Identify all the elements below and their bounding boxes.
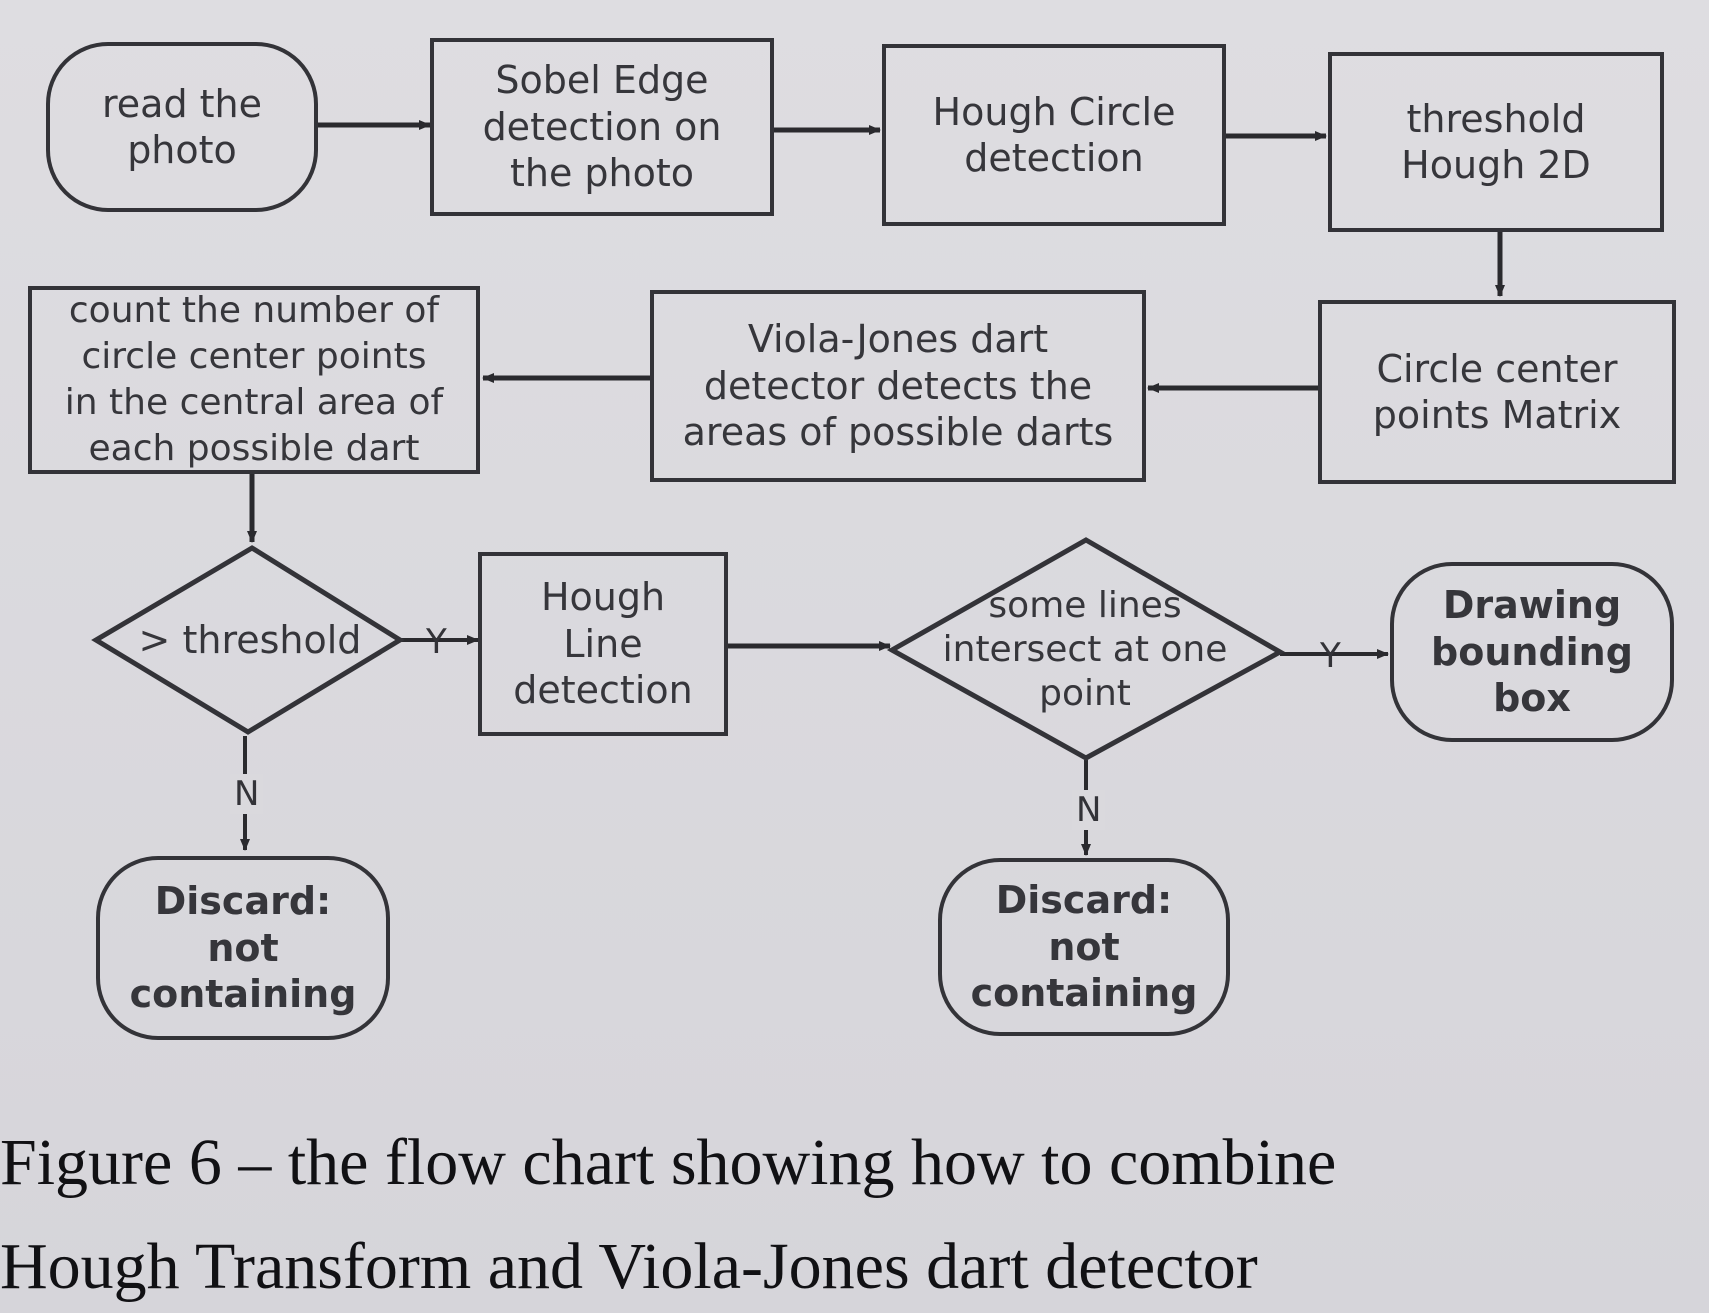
node-draw-box: Drawing bounding box: [1390, 562, 1674, 742]
figure-caption-line2: Hough Transform and Viola-Jones dart det…: [0, 1230, 1258, 1303]
decision-intersect-diamond: [886, 537, 1286, 761]
label-intersect-no: N: [1072, 790, 1106, 830]
node-discard-1: Discard: not containing: [96, 856, 390, 1040]
node-count-points: count the number of circle center points…: [28, 286, 480, 474]
node-discard-2: Discard: not containing: [938, 858, 1230, 1036]
node-hough-line: Hough Line detection: [478, 552, 728, 736]
decision-threshold-diamond: [91, 545, 405, 735]
node-hough-circle: Hough Circle detection: [882, 44, 1226, 226]
decision-intersect-label: some lines intersect at one point: [942, 585, 1228, 714]
node-read-photo: read the photo: [46, 42, 318, 212]
decision-threshold-label: > threshold: [138, 617, 362, 662]
label-intersect-yes: Y: [1320, 636, 1341, 676]
node-circle-matrix: Circle center points Matrix: [1318, 300, 1676, 484]
label-threshold-yes: Y: [426, 622, 447, 662]
node-sobel-edge: Sobel Edge detection on the photo: [430, 38, 774, 216]
label-threshold-no: N: [230, 774, 264, 814]
node-viola-jones: Viola-Jones dart detector detects the ar…: [650, 290, 1146, 482]
node-threshold-hough: threshold Hough 2D: [1328, 52, 1664, 232]
figure-caption-line1: Figure 6 – the flow chart showing how to…: [0, 1126, 1337, 1199]
